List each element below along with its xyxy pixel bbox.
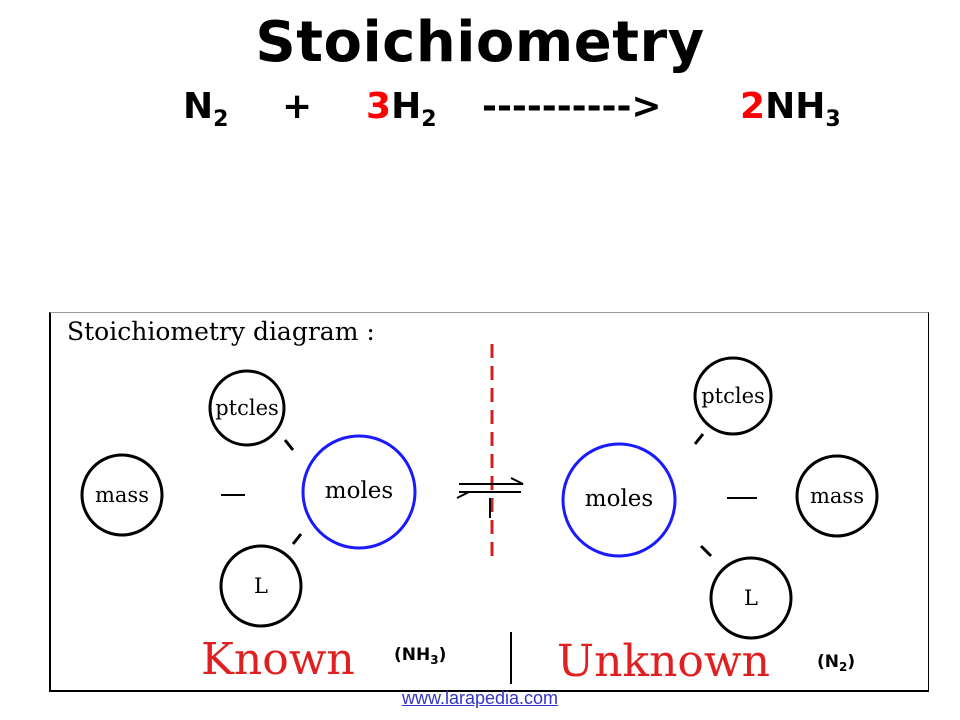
diagram-frame bbox=[49, 312, 929, 692]
page-title: Stoichiometry bbox=[255, 10, 705, 75]
unknown-mass-label: mass bbox=[810, 484, 864, 508]
stoichiometry-diagram: Stoichiometry diagram : ptcles mass L mo… bbox=[67, 317, 879, 687]
unknown-connector-l bbox=[699, 544, 713, 558]
reactant-n2: N2 bbox=[183, 86, 229, 132]
known-connector-l bbox=[291, 533, 303, 545]
known-ptcles-label: ptcles bbox=[215, 396, 279, 420]
unknown-side: moles ptcles mass L Unknown (N2) bbox=[557, 356, 879, 687]
unknown-moles-label: moles bbox=[585, 486, 653, 512]
diagram-heading: Stoichiometry diagram : bbox=[67, 317, 375, 346]
plus-sign: + bbox=[282, 86, 313, 127]
reaction-arrow: ----------> bbox=[482, 86, 662, 127]
chemical-equation: N2 + 3H2 ----------> 2NH3 bbox=[0, 86, 960, 146]
unknown-ptcles-label: ptcles bbox=[701, 384, 765, 408]
known-mass-circle bbox=[80, 453, 164, 537]
equilibrium-arrows bbox=[456, 477, 524, 518]
known-species: (NH3) bbox=[394, 645, 446, 667]
reactant-h2: 3H2 bbox=[366, 86, 437, 132]
known-side: ptcles mass L moles Known (NH3) bbox=[80, 369, 446, 685]
unknown-ptcles-circle bbox=[693, 356, 773, 436]
known-connector-ptcles bbox=[283, 439, 295, 451]
source-link[interactable]: www.larapedia.com bbox=[401, 688, 559, 708]
known-moles-circle bbox=[301, 434, 417, 550]
unknown-mass-circle bbox=[795, 454, 879, 538]
product-nh3: 2NH3 bbox=[740, 86, 841, 132]
unknown-l-circle bbox=[709, 556, 793, 640]
unknown-l-label: L bbox=[744, 586, 758, 610]
known-l-circle bbox=[219, 544, 303, 628]
unknown-moles-circle bbox=[561, 442, 677, 558]
unknown-label: Unknown bbox=[557, 636, 770, 687]
known-l-label: L bbox=[254, 574, 268, 598]
unknown-species: (N2) bbox=[817, 652, 855, 674]
known-mass-label: mass bbox=[95, 483, 149, 507]
unknown-connector-ptcles bbox=[693, 433, 705, 445]
known-label: Known bbox=[201, 634, 355, 685]
known-ptcles-circle bbox=[208, 369, 286, 447]
known-moles-label: moles bbox=[325, 478, 393, 504]
